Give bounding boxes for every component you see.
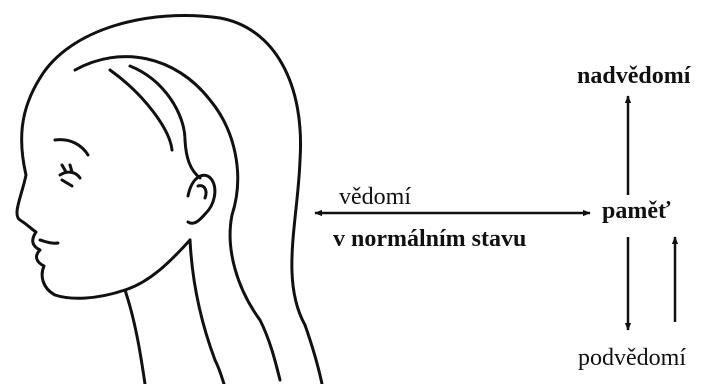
hair-strand — [130, 66, 200, 178]
eyebrow — [55, 140, 88, 155]
label-vedomi: vědomí — [339, 185, 411, 209]
woman-profile-illustration — [17, 16, 322, 384]
mouth — [40, 240, 58, 243]
label-nadvedomi: nadvědomí — [577, 64, 690, 88]
label-normalni-stav: v normálním stavu — [333, 227, 526, 251]
neck-front — [125, 290, 145, 384]
face-profile — [17, 78, 190, 298]
hair-strand — [110, 70, 172, 150]
label-pamet: paměť — [602, 199, 671, 223]
eyelashes — [62, 165, 72, 186]
neck-back — [190, 240, 224, 384]
ear-inner — [198, 186, 206, 198]
ear — [188, 175, 215, 223]
hair-outline — [40, 16, 322, 384]
eye — [60, 172, 80, 178]
hair-strand — [75, 57, 280, 380]
label-podvedomi: podvědomí — [578, 346, 686, 370]
